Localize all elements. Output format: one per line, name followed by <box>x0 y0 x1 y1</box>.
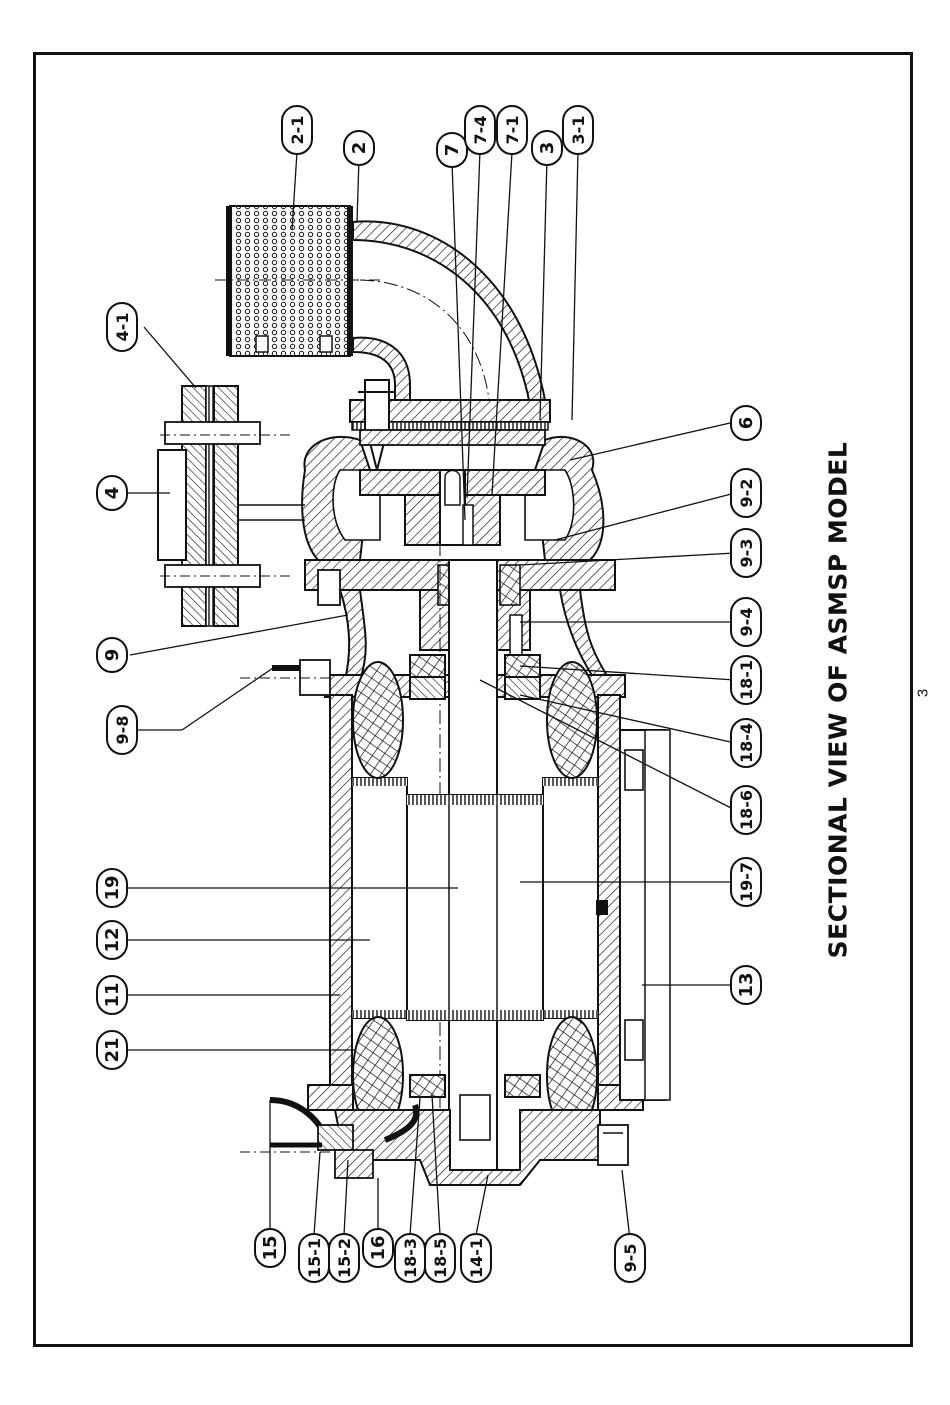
callout-text: 18-5 <box>431 1238 450 1278</box>
callout-4: 4 <box>97 476 127 510</box>
callout-text: 14-1 <box>467 1238 486 1278</box>
callout-13: 13 <box>731 966 761 1004</box>
callout-14-1: 14-1 <box>461 1234 491 1282</box>
callout-text: 2 <box>349 142 370 155</box>
callout-text: 19-7 <box>737 862 756 902</box>
callout-text: 9-2 <box>737 479 756 508</box>
rotor <box>407 795 543 1020</box>
callout-text: 19 <box>102 875 123 900</box>
callout-7-1: 7-1 <box>497 106 527 154</box>
callout-18-4: 18-4 <box>731 719 761 767</box>
callout-9-8: 9-8 <box>107 706 137 754</box>
callout-text: 18-4 <box>737 723 756 763</box>
callout-text: 6 <box>736 417 757 430</box>
impeller <box>360 470 545 545</box>
callout-text: 12 <box>102 927 123 952</box>
callout-11: 11 <box>97 976 127 1014</box>
callout-text: 15 <box>260 1235 281 1260</box>
callout-text: 9 <box>102 649 123 662</box>
callout-6: 6 <box>731 406 761 440</box>
callout-text: 15-1 <box>305 1238 324 1278</box>
callout-15-2: 15-2 <box>329 1234 359 1282</box>
callout-2-1: 2-1 <box>282 106 312 154</box>
callout-9-3: 9-3 <box>731 529 761 577</box>
callout-text: 3-1 <box>569 116 588 145</box>
callout-12: 12 <box>97 921 127 959</box>
callout-text: 7 <box>442 144 463 157</box>
callout-text: 9-4 <box>737 608 756 637</box>
callout-text: 21 <box>102 1037 123 1062</box>
callout-text: 13 <box>736 972 757 997</box>
callout-18-3: 18-3 <box>395 1234 425 1282</box>
callout-text: 18-6 <box>737 790 756 830</box>
callout-15-1: 15-1 <box>299 1234 329 1282</box>
callout-9: 9 <box>97 638 127 672</box>
page-number: 3 <box>915 689 932 697</box>
callout-text: 3 <box>537 142 558 155</box>
callout-text: 2-1 <box>288 116 307 145</box>
callout-16: 16 <box>363 1229 393 1267</box>
suction-flange <box>350 380 550 470</box>
callout-3: 3 <box>532 131 562 165</box>
callout-text: 18-3 <box>401 1238 420 1278</box>
callout-text: 7-1 <box>503 116 522 145</box>
callout-text: 9-3 <box>737 539 756 568</box>
callout-18-6: 18-6 <box>731 786 761 834</box>
callout-text: 4 <box>102 487 123 500</box>
callout-3-1: 3-1 <box>563 106 593 154</box>
callout-9-4: 9-4 <box>731 598 761 646</box>
callout-9-5: 9-5 <box>615 1234 645 1282</box>
callout-2: 2 <box>344 131 374 165</box>
callout-text: 9-8 <box>113 716 132 745</box>
callout-text: 18-1 <box>737 660 756 700</box>
callout-19: 19 <box>97 869 127 907</box>
callout-9-2: 9-2 <box>731 469 761 517</box>
callout-text: 4-1 <box>113 313 132 342</box>
delivery-flange <box>158 386 305 626</box>
diagram-title: SECTIONAL VIEW OF ASMSP MODEL <box>824 442 853 959</box>
callout-18-1: 18-1 <box>731 656 761 704</box>
callout-15: 15 <box>255 1229 285 1267</box>
callout-text: 7-4 <box>471 116 490 145</box>
callout-text: 9-5 <box>621 1244 640 1273</box>
callout-7: 7 <box>437 133 467 167</box>
callout-text: 16 <box>368 1235 389 1260</box>
callout-19-7: 19-7 <box>731 858 761 906</box>
callout-4-1: 4-1 <box>107 303 137 351</box>
callout-text: 15-2 <box>335 1238 354 1278</box>
callout-18-5: 18-5 <box>425 1234 455 1282</box>
callout-text: 11 <box>102 982 123 1007</box>
callout-7-4: 7-4 <box>465 106 495 154</box>
callout-21: 21 <box>97 1031 127 1069</box>
